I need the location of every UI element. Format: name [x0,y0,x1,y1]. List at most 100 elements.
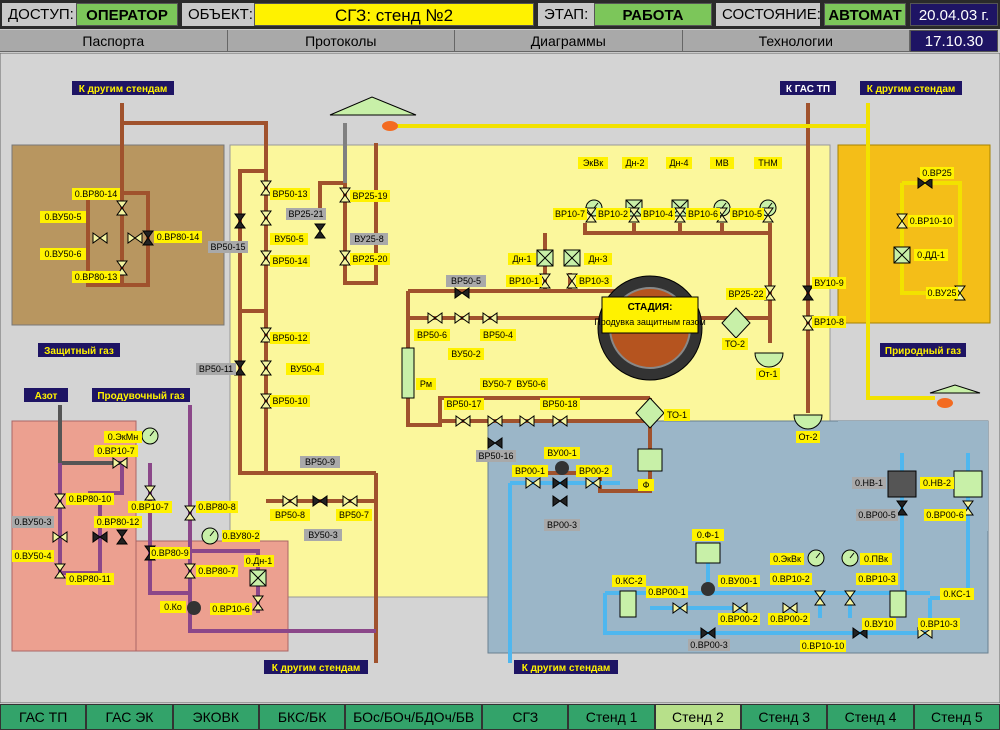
svg-text:ВР50-9: ВР50-9 [305,457,335,467]
svg-text:0.ВР25: 0.ВР25 [922,168,952,178]
tab-passports[interactable]: Паспорта [0,30,228,52]
exhaust-hood-2 [929,384,981,394]
svg-text:К другим стендам: К другим стендам [79,84,168,95]
separator-2 [793,414,823,430]
svg-text:ВУ50-7: ВУ50-7 [482,379,511,389]
furnace: СТАДИЯ: Продувка защитным газом [594,275,706,381]
date-display: 20.04.03 г. [910,3,998,26]
svg-text:ВР25-19: ВР25-19 [352,191,387,201]
svg-text:ВР50-16: ВР50-16 [478,451,513,461]
svg-text:Защитный газ: Защитный газ [44,346,114,357]
nav-sgz[interactable]: СГЗ [483,705,568,729]
svg-text:ВУ10-9: ВУ10-9 [814,278,843,288]
filter [637,448,663,472]
svg-text:ВР50-15: ВР50-15 [210,242,245,252]
svg-text:ВР10-5: ВР10-5 [732,209,762,219]
nav-stand-3[interactable]: Стенд 3 [742,705,827,729]
svg-text:От-1: От-1 [758,369,777,379]
access-value: ОПЕРАТОР [76,3,178,26]
motor-vu00-1-icon [555,461,569,475]
nav-bos-boch[interactable]: БОс/БОч/БДОч/БВ [346,705,482,729]
svg-text:ВР10-2: ВР10-2 [598,209,628,219]
sensor-dn1-icon [536,249,554,267]
sensor-0dd1-icon [893,246,911,264]
cooler-ks1 [889,590,907,618]
svg-text:Ф: Ф [643,480,650,490]
gauge-0pvk-icon [841,549,859,567]
time-display: 17.10.30 [910,30,998,52]
heat-exchanger-1 [635,397,665,429]
valve-labels: 0.ВР80-14 0.ВУ50-5 0.ВУ50-6 0.ВР80-13 0.… [12,157,974,652]
nav-stand-4[interactable]: Стенд 4 [828,705,913,729]
nav-gas-ek[interactable]: ГАС ЭК [87,705,172,729]
svg-text:ВУ50-5: ВУ50-5 [274,234,303,244]
sensor-0dn1-icon [249,569,267,587]
svg-text:0.ВР10-10: 0.ВР10-10 [910,216,953,226]
svg-text:0.НВ-1: 0.НВ-1 [855,478,883,488]
svg-text:ВР10-7: ВР10-7 [555,209,585,219]
svg-text:ВУ00-1: ВУ00-1 [547,448,576,458]
svg-text:0.ВР80-12: 0.ВР80-12 [97,517,140,527]
svg-text:0.ВР00-6: 0.ВР00-6 [926,510,964,520]
nav-ekovk[interactable]: ЭКОВК [173,705,258,729]
pump-nv2 [953,470,983,498]
svg-text:0.Ко: 0.Ко [164,602,182,612]
stage-text: Продувка защитным газом [594,317,705,327]
svg-text:0.ВУ50-5: 0.ВУ50-5 [45,212,82,222]
svg-text:0.ВР80-14: 0.ВР80-14 [75,189,118,199]
svg-text:ВР50-8: ВР50-8 [275,510,305,520]
nav-stand-1[interactable]: Стенд 1 [569,705,654,729]
svg-text:ВР00-1: ВР00-1 [515,466,545,476]
flame-icon-2 [937,398,953,408]
svg-text:0.КС-1: 0.КС-1 [943,589,970,599]
svg-text:0.ВР10-3: 0.ВР10-3 [858,574,896,584]
tab-technologies[interactable]: Технологии [682,30,910,52]
nav-gas-tp[interactable]: ГАС ТП [1,705,86,729]
svg-text:Рм: Рм [420,379,432,389]
svg-text:ВР50-18: ВР50-18 [542,399,577,409]
svg-text:ВР50-5: ВР50-5 [451,276,481,286]
svg-text:ВР50-11: ВР50-11 [199,364,233,374]
flame-icon [382,121,398,131]
svg-text:ВУ50-3: ВУ50-3 [308,530,337,540]
svg-text:0.ВУ50-4: 0.ВУ50-4 [15,551,52,561]
svg-text:0.ВР10-10: 0.ВР10-10 [802,641,845,651]
sensor-dn3-icon [563,249,581,267]
svg-text:К другим стендам: К другим стендам [272,663,361,674]
svg-text:0.ВР80-9: 0.ВР80-9 [151,548,189,558]
tab-diagrams[interactable]: Диаграммы [455,30,683,52]
svg-text:ТНМ: ТНМ [758,158,778,168]
svg-text:От-2: От-2 [798,432,817,442]
state-label: СОСТОЯНИЕ: [716,3,821,26]
nav-stand-5[interactable]: Стенд 5 [914,705,1000,729]
filter-f1 [695,542,721,564]
svg-text:ВР25-20: ВР25-20 [352,254,387,264]
stage-label: ЭТАП: [538,3,598,26]
svg-text:0.ЭкВк: 0.ЭкВк [773,554,801,564]
svg-text:ВР00-2: ВР00-2 [579,466,609,476]
svg-text:0.ВУ00-1: 0.ВУ00-1 [721,576,758,586]
gauge-0vu80-2-icon [201,527,219,545]
svg-text:0.ВУ50-3: 0.ВУ50-3 [15,517,52,527]
svg-text:ВР25-22: ВР25-22 [728,289,763,299]
flow-label-purge-gas: Продувочный газ [92,388,190,402]
svg-text:0.КС-2: 0.КС-2 [615,576,642,586]
svg-text:0.ВР10-6: 0.ВР10-6 [212,604,250,614]
flow-label-protective-gas: Защитный газ [38,343,120,357]
svg-text:ВР50-7: ВР50-7 [339,510,369,520]
nav-stand-2[interactable]: Стенд 2 [655,705,741,729]
svg-text:К ГАС ТП: К ГАС ТП [786,84,830,95]
svg-text:0.ВУ50-6: 0.ВУ50-6 [45,249,82,259]
svg-text:Дн-1: Дн-1 [512,254,531,264]
svg-text:0.ДД-1: 0.ДД-1 [917,250,945,260]
svg-text:К другим стендам: К другим стендам [522,663,611,674]
svg-text:0.ВР00-1: 0.ВР00-1 [648,587,686,597]
flow-label-to-other-stands-tl: К другим стендам [72,81,174,95]
svg-text:0.Ф-1: 0.Ф-1 [697,530,719,540]
nav-bks-bk[interactable]: БКС/БК [259,705,345,729]
tab-protocols[interactable]: Протоколы [227,30,455,52]
zone-natural-gas [837,144,991,324]
svg-text:0.ВУ10: 0.ВУ10 [865,619,894,629]
svg-text:Дн-3: Дн-3 [588,254,607,264]
access-label: ДОСТУП: [2,3,80,26]
